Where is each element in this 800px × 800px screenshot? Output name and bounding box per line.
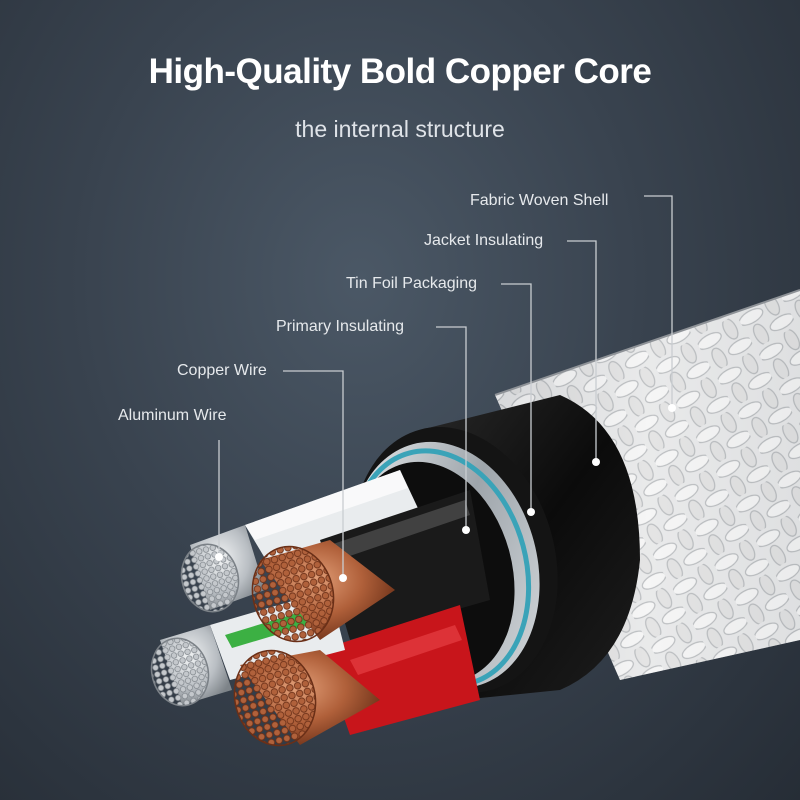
leader-tin-foil xyxy=(501,283,532,512)
leader-lines xyxy=(218,195,673,578)
dot-primary xyxy=(462,526,470,534)
dot-fabric-shell xyxy=(668,404,676,412)
dot-tin-foil xyxy=(527,508,535,516)
page-subtitle: the internal structure xyxy=(295,116,505,142)
fabric-woven-shell xyxy=(494,289,800,680)
aluminum-wire xyxy=(150,525,265,707)
copper-wire xyxy=(233,540,395,747)
leader-jacket xyxy=(567,240,597,462)
label-primary-insulating: Primary Insulating xyxy=(276,318,405,335)
label-fabric-woven-shell: Fabric Woven Shell xyxy=(470,192,609,209)
dot-aluminum xyxy=(215,553,223,561)
label-aluminum-wire: Aluminum Wire xyxy=(118,407,227,424)
label-tin-foil-packaging: Tin Foil Packaging xyxy=(346,275,478,292)
leader-fabric-shell xyxy=(644,195,673,408)
leader-copper xyxy=(283,370,344,578)
page-title: High-Quality Bold Copper Core xyxy=(148,52,652,91)
dot-copper xyxy=(339,574,347,582)
dot-jacket xyxy=(592,458,600,466)
label-copper-wire: Copper Wire xyxy=(177,362,267,379)
primary-insulating xyxy=(210,470,490,735)
leader-dots xyxy=(215,404,676,582)
leader-primary xyxy=(436,326,467,530)
label-jacket-insulating: Jacket Insulating xyxy=(424,232,544,249)
